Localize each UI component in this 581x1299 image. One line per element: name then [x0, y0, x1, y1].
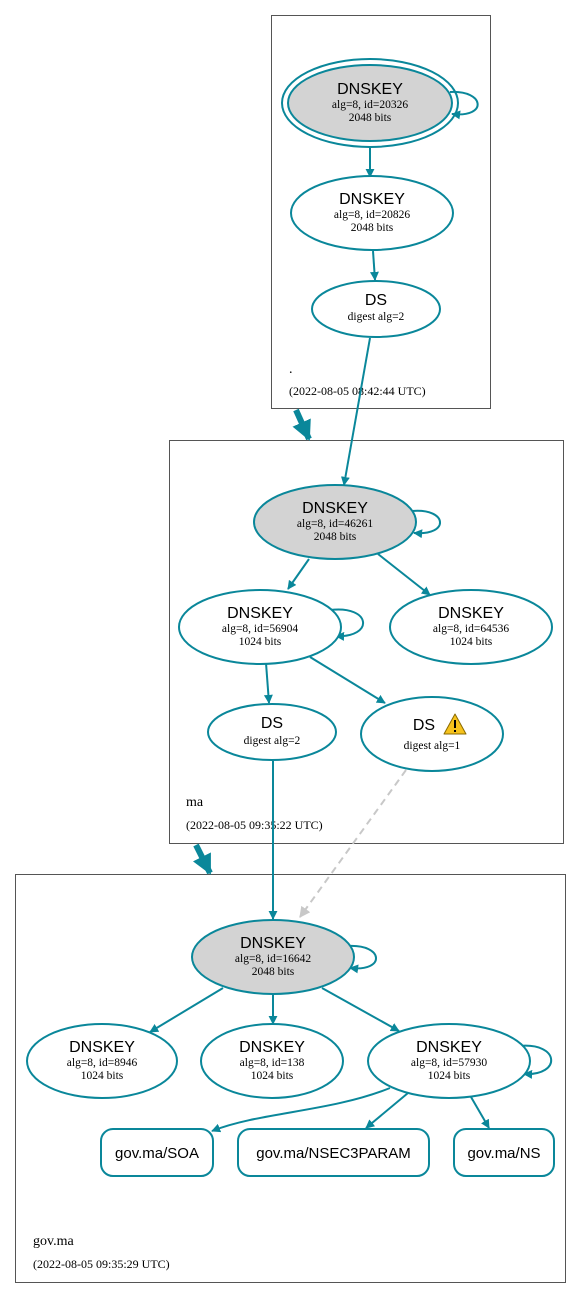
delegation-arrow-ma-govma: [193, 843, 213, 875]
node-gov-zsk1-line1: alg=8, id=8946: [67, 1057, 138, 1069]
node-ma-zsk2-line1: alg=8, id=64536: [433, 623, 509, 635]
edge-gov-zsk3-ns: [470, 1096, 490, 1129]
zone-govma-timestamp: (2022-08-05 09:35:29 UTC): [33, 1257, 170, 1271]
node-ma-zsk2-title: DNSKEY: [438, 605, 504, 622]
delegation-arrow-root-ma: [292, 408, 312, 441]
edge-root-ds-ma-ksk: [340, 337, 371, 486]
node-root-zsk[interactable]: DNSKEY alg=8, id=20826 2048 bits: [290, 175, 454, 251]
edge-ma-ksk-zsk2: [377, 553, 431, 596]
node-root-ksk-line1: alg=8, id=20326: [332, 99, 408, 111]
rrset-ns-label: gov.ma/NS: [467, 1145, 540, 1162]
node-root-ds-title: DS: [365, 292, 387, 309]
node-root-ksk-title: DNSKEY: [337, 81, 403, 98]
node-ma-zsk2-line2: 1024 bits: [450, 636, 493, 648]
node-root-ksk[interactable]: DNSKEY alg=8, id=20326 2048 bits: [281, 58, 459, 148]
node-gov-zsk2[interactable]: DNSKEY alg=8, id=138 1024 bits: [200, 1023, 344, 1099]
zone-root-name: .: [289, 362, 293, 377]
rrset-soa-label: gov.ma/SOA: [115, 1145, 199, 1162]
edge-self-ma-zsk1: [329, 608, 365, 641]
node-gov-zsk1-title: DNSKEY: [69, 1039, 135, 1056]
zone-root-timestamp: (2022-08-05 08:42:44 UTC): [289, 384, 426, 398]
edge-self-gov-zsk3: [518, 1044, 553, 1079]
node-root-ds-line1: digest alg=2: [348, 311, 405, 323]
node-root-ds[interactable]: DS digest alg=2: [311, 280, 441, 338]
edge-self-gov-ksk: [347, 944, 377, 974]
node-ma-ksk-line2: 2048 bits: [314, 531, 357, 543]
zone-ma: ma (2022-08-05 09:35:22 UTC): [169, 440, 564, 844]
node-ma-ksk-title: DNSKEY: [302, 500, 368, 517]
node-gov-zsk2-line2: 1024 bits: [251, 1070, 294, 1082]
rrset-soa[interactable]: gov.ma/SOA: [100, 1128, 214, 1177]
node-gov-zsk1-line2: 1024 bits: [81, 1070, 124, 1082]
node-gov-zsk3-line2: 1024 bits: [428, 1070, 471, 1082]
zone-ma-timestamp: (2022-08-05 09:35:22 UTC): [186, 818, 323, 832]
node-ma-zsk1-line1: alg=8, id=56904: [222, 623, 298, 635]
zone-ma-name: ma: [186, 795, 204, 810]
node-gov-ksk-line2: 2048 bits: [252, 966, 295, 978]
edge-gov-ksk-zsk3: [321, 987, 400, 1032]
node-ma-zsk1-line2: 1024 bits: [239, 636, 282, 648]
rrset-nsec3param[interactable]: gov.ma/NSEC3PARAM: [237, 1128, 430, 1177]
node-ma-ds2-line1: digest alg=2: [244, 735, 301, 747]
node-gov-ksk-line1: alg=8, id=16642: [235, 953, 311, 965]
edge-gov-ksk-zsk1: [149, 987, 224, 1033]
edge-root-zsk-ds: [369, 250, 379, 281]
node-ma-zsk1-title: DNSKEY: [227, 605, 293, 622]
edge-ma-zsk1-ds2: [263, 662, 273, 704]
node-gov-ksk[interactable]: DNSKEY alg=8, id=16642 2048 bits: [191, 919, 355, 995]
node-ma-zsk2[interactable]: DNSKEY alg=8, id=64536 1024 bits: [389, 589, 553, 665]
node-root-zsk-title: DNSKEY: [339, 191, 405, 208]
node-gov-zsk2-title: DNSKEY: [239, 1039, 305, 1056]
node-ma-ksk-line1: alg=8, id=46261: [297, 518, 373, 530]
edge-self-ma-ksk: [411, 509, 441, 539]
node-ma-ds1[interactable]: DS digest alg=1: [360, 696, 504, 772]
edge-ma-zsk1-ds1: [309, 656, 386, 704]
node-gov-zsk2-line1: alg=8, id=138: [240, 1057, 305, 1069]
warning-icon: [443, 713, 467, 735]
node-ma-ksk[interactable]: DNSKEY alg=8, id=46261 2048 bits: [253, 484, 417, 560]
node-gov-zsk3-line1: alg=8, id=57930: [411, 1057, 487, 1069]
edge-ma-ds1-gov-ksk-dashed: [299, 769, 407, 918]
node-gov-zsk3[interactable]: DNSKEY alg=8, id=57930 1024 bits: [367, 1023, 531, 1099]
rrset-ns[interactable]: gov.ma/NS: [453, 1128, 555, 1177]
edge-gov-zsk3-soa: [211, 1087, 391, 1133]
edges: [149, 90, 553, 1133]
zone-root: . (2022-08-05 08:42:44 UTC): [271, 15, 491, 409]
node-gov-zsk1[interactable]: DNSKEY alg=8, id=8946 1024 bits: [26, 1023, 178, 1099]
edge-ma-ksk-zsk1: [287, 558, 310, 590]
node-ma-ds1-line1: digest alg=1: [404, 740, 461, 752]
node-ma-zsk1[interactable]: DNSKEY alg=8, id=56904 1024 bits: [178, 589, 342, 665]
node-ma-ds1-title: DS: [413, 717, 435, 734]
node-root-ksk-line2: 2048 bits: [349, 112, 392, 124]
zone-govma: gov.ma (2022-08-05 09:35:29 UTC): [15, 874, 566, 1283]
rrset-nsec3param-label: gov.ma/NSEC3PARAM: [256, 1145, 411, 1162]
node-root-zsk-line2: 2048 bits: [351, 222, 394, 234]
zone-govma-name: gov.ma: [33, 1234, 74, 1249]
node-gov-ksk-title: DNSKEY: [240, 935, 306, 952]
edge-gov-zsk3-nsec3param: [365, 1092, 409, 1129]
node-root-zsk-line1: alg=8, id=20826: [334, 209, 410, 221]
node-gov-zsk3-title: DNSKEY: [416, 1039, 482, 1056]
node-ma-ds2-title: DS: [261, 715, 283, 732]
node-ma-ds2[interactable]: DS digest alg=2: [207, 703, 337, 761]
edge-self-root-ksk: [449, 90, 479, 120]
